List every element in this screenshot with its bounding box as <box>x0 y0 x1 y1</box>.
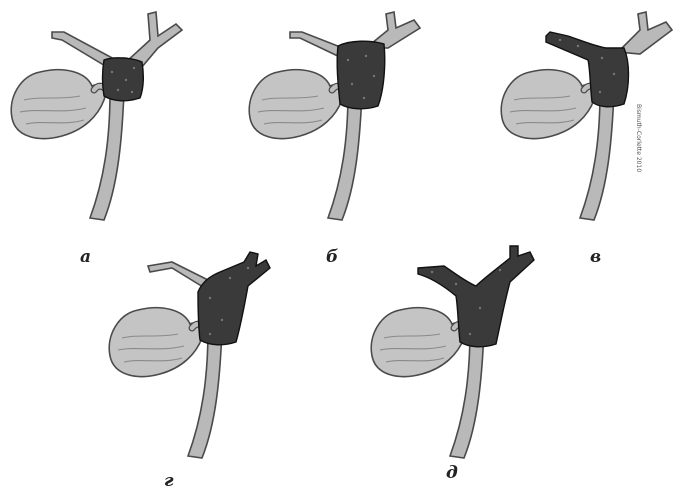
panel-c-label: в <box>590 247 601 267</box>
panel-a: а <box>11 12 182 267</box>
panel-b: б <box>249 12 420 267</box>
tumor-d <box>198 252 270 345</box>
panel-a-label: а <box>80 247 91 267</box>
gallbladder <box>371 308 465 377</box>
panel-e: д <box>371 246 534 483</box>
panel-c: в <box>501 12 672 267</box>
tumor-b <box>337 41 385 109</box>
gallbladder <box>109 308 203 377</box>
tumor-a <box>103 58 144 101</box>
gallbladder <box>11 70 105 139</box>
panel-b-label: б <box>326 247 338 267</box>
panel-e-label: д <box>446 463 458 483</box>
gallbladder <box>501 70 595 139</box>
right-hepatic-duct <box>618 12 672 54</box>
side-caption: Bismuth-Corlette 2010 <box>635 104 642 172</box>
panel-d: г <box>109 252 270 487</box>
panel-d-label: г <box>164 471 174 487</box>
gallbladder <box>249 70 343 139</box>
